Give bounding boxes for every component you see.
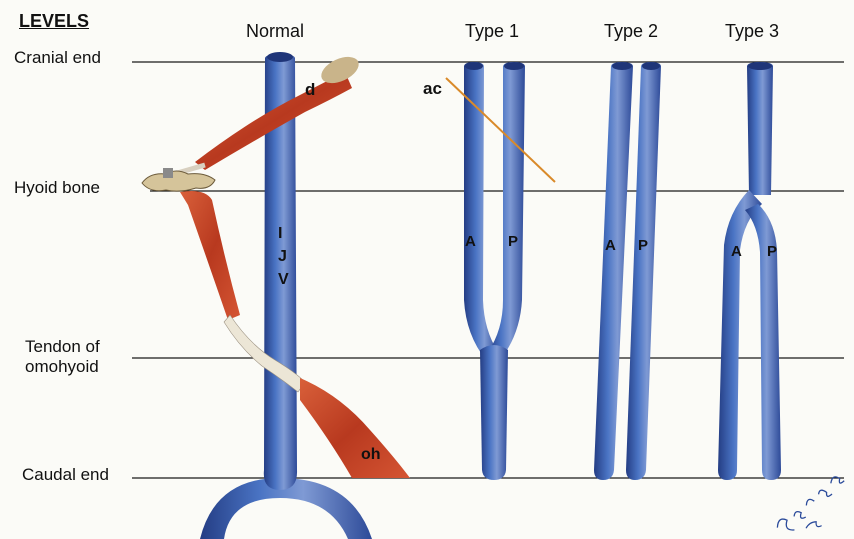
artist-signature: [769, 474, 854, 539]
type3-label-anterior: A: [731, 243, 742, 260]
type1-posterior-lumen: [504, 62, 524, 70]
level-label-tendon-line2: omohyoid: [25, 357, 99, 377]
omohyoid-inferior-belly: [300, 378, 410, 478]
label-ijv-j: J: [278, 248, 287, 266]
type1-common-trunk: [480, 345, 508, 480]
type3-anterior-vein: [718, 190, 762, 480]
hyoid-bone: [142, 171, 215, 191]
omohyoid-superior-belly: [180, 191, 240, 320]
column-title-type1: Type 1: [465, 21, 519, 42]
type1-label-anterior: A: [465, 233, 476, 250]
type1-anterior-vein: [464, 62, 498, 360]
type1-anterior-lumen: [465, 62, 483, 70]
column-title-type2: Type 2: [604, 21, 658, 42]
type2-anterior-vein: [594, 62, 633, 480]
levels-heading: LEVELS: [19, 11, 89, 32]
accessory-nerve-line: [446, 78, 555, 182]
column-title-normal: Normal: [246, 21, 304, 42]
label-accessory-nerve: ac: [423, 79, 442, 99]
label-ijv-v: V: [278, 271, 289, 289]
type2-posterior-lumen: [642, 62, 660, 70]
type1-posterior-vein: [488, 62, 525, 360]
type2-posterior-vein: [626, 62, 661, 480]
type2-label-anterior: A: [605, 237, 616, 254]
ijv-lumen: [267, 52, 293, 62]
type3-label-posterior: P: [767, 243, 777, 260]
label-omohyoid: oh: [361, 446, 381, 464]
type3-common-trunk: [747, 62, 773, 195]
type1-label-posterior: P: [508, 233, 518, 250]
level-label-caudal: Caudal end: [22, 465, 109, 485]
level-label-tendon-line1: Tendon of: [25, 337, 100, 357]
level-label-cranial: Cranial end: [14, 48, 101, 68]
hyoid-clip: [163, 168, 173, 178]
label-ijv-i: I: [278, 225, 282, 243]
type3-lumen: [748, 62, 772, 70]
type2-label-posterior: P: [638, 237, 648, 254]
column-title-type3: Type 3: [725, 21, 779, 42]
type2-anterior-lumen: [612, 62, 632, 70]
label-digastric: d: [305, 80, 315, 100]
level-label-hyoid: Hyoid bone: [14, 178, 100, 198]
